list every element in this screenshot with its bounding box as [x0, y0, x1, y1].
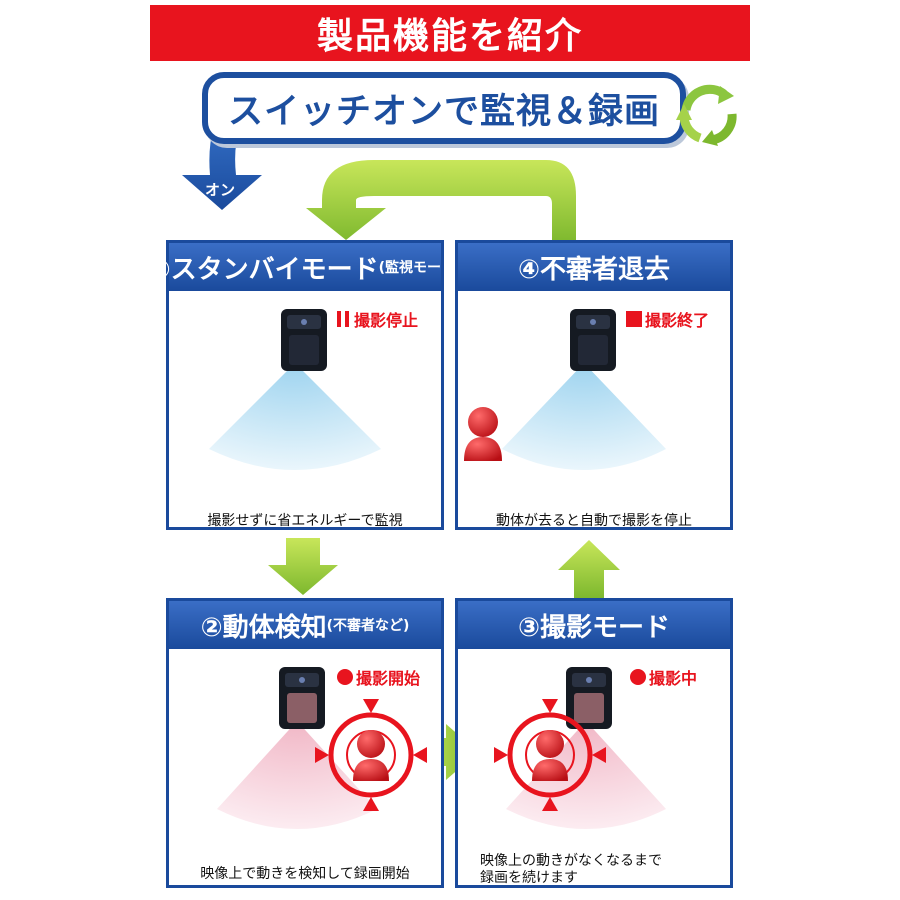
- camera-icon: [566, 667, 612, 729]
- on-arrow: [182, 100, 262, 210]
- panel-intruder-left-caption: 動体が去ると自動で撮影を停止: [458, 513, 730, 530]
- down-arrow: [268, 538, 338, 595]
- person-icon: [532, 730, 568, 781]
- panel-standby-caption-line1: 撮影せずに省エネルギーで監視: [207, 513, 403, 529]
- panel-standby-status-text: 撮影停止: [354, 311, 419, 330]
- panel-intruder-left-status: 撮影終了: [626, 307, 709, 331]
- pill-text: スイッチオンで監視＆録画: [227, 91, 660, 132]
- panel-recording-status: 撮影中: [630, 665, 697, 689]
- panel-motion-detect-status: 撮影開始: [337, 665, 420, 689]
- panel-recording-title: ③撮影モード: [517, 612, 670, 643]
- panel-motion-detect-caption-line1: 映像上で動きを検知して録画開始: [200, 866, 410, 882]
- header-title: 製品機能を紹介: [316, 16, 583, 57]
- panel-standby: ①スタンバイモード(監視モード) 撮影停止 撮影せずに省エネルギーで監視: [149, 240, 461, 530]
- panel-standby-status: 撮影停止: [337, 307, 418, 331]
- panel-motion-detect-header: ②動体検知(不審者など): [169, 601, 441, 649]
- loop-icon: [676, 84, 737, 146]
- panel-recording: ③撮影モード: [455, 598, 733, 888]
- pause-icon: [337, 311, 349, 327]
- record-dot-icon: [630, 669, 646, 685]
- panel-intruder-left: ④不審者退去 撮影終了 動体が去ると自動で撮影を停止: [455, 240, 733, 530]
- person-icon: [464, 407, 502, 461]
- panel-motion-detect: ②動体検知(不審者など): [166, 598, 444, 888]
- panel-standby-caption: 撮影せずに省エネルギーで監視: [169, 513, 441, 530]
- panel-intruder-left-header: ④不審者退去: [458, 243, 730, 291]
- stop-icon: [626, 311, 642, 327]
- panel-intruder-left-status-text: 撮影終了: [645, 311, 710, 330]
- camera-icon: [570, 309, 616, 371]
- detection-cone: [502, 363, 666, 470]
- panel-motion-detect-status-text: 撮影開始: [356, 669, 421, 688]
- switch-on-pill: スイッチオンで監視＆録画: [202, 72, 686, 144]
- panel-intruder-left-caption-line1: 動体が去ると自動で撮影を停止: [496, 513, 692, 529]
- panel-recording-caption-line2: 録画を続けます: [480, 870, 578, 886]
- person-icon: [353, 730, 389, 781]
- panel-motion-detect-caption: 映像上で動きを検知して録画開始: [169, 866, 441, 883]
- panel-intruder-left-scene: [464, 309, 666, 470]
- panel-motion-detect-title: ②動体検知: [200, 612, 327, 643]
- panel-recording-scene: [494, 667, 666, 829]
- panel-motion-detect-scene: [217, 667, 427, 829]
- panel-standby-subtitle: (監視モード): [378, 260, 462, 276]
- header-banner: 製品機能を紹介: [150, 5, 750, 61]
- record-dot-icon: [337, 669, 353, 685]
- detection-cone: [217, 721, 377, 829]
- panel-standby-scene: [209, 309, 381, 470]
- up-arrow: [558, 540, 620, 598]
- detection-cone: [209, 363, 381, 470]
- panel-intruder-left-title: ④不審者退去: [517, 254, 670, 285]
- panel-recording-caption: 映像上の動きがなくなるまで 録画を続けます: [480, 853, 730, 887]
- panel-standby-header: ①スタンバイモード(監視モード): [149, 243, 461, 291]
- camera-icon: [281, 309, 327, 371]
- on-label: オン: [205, 181, 235, 199]
- camera-icon: [279, 667, 325, 729]
- return-arrow: [306, 160, 576, 243]
- panel-recording-header: ③撮影モード: [458, 601, 730, 649]
- panel-recording-status-text: 撮影中: [649, 669, 698, 688]
- panel-motion-detect-subtitle: (不審者など): [326, 618, 410, 634]
- panel-recording-caption-line1: 映像上の動きがなくなるまで: [480, 853, 662, 869]
- panel-standby-title: ①スタンバイモード: [148, 254, 379, 285]
